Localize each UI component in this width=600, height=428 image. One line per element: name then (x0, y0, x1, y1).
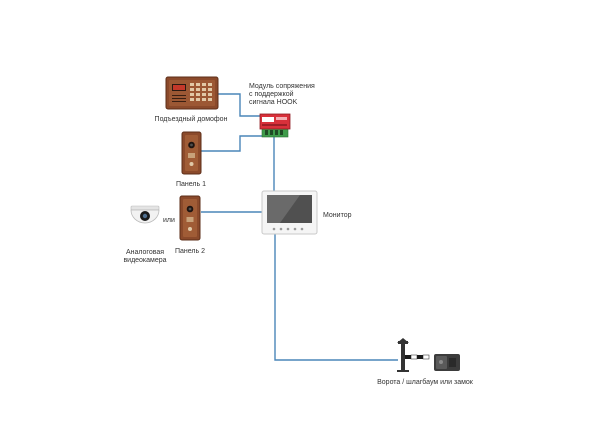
camera-label-line1: Аналоговая (126, 249, 164, 256)
monitor-label: Монитор (323, 212, 352, 219)
gate-barrier (397, 338, 430, 372)
module-label-line3: сигнала HOOK (249, 99, 298, 106)
gate-label: Ворота / шлагбаум или замок (377, 378, 474, 386)
electric-lock (434, 354, 460, 371)
wire-intercom-module (218, 93, 260, 117)
wire-monitor-gate (274, 234, 398, 361)
or-label: или (163, 217, 175, 224)
module-label-line2: с поддержкой (249, 90, 294, 98)
call-panel-2 (179, 195, 201, 241)
intercom-keypad (190, 83, 212, 101)
wires (201, 93, 398, 361)
interface-module (259, 113, 291, 138)
entrance-intercom (165, 76, 219, 110)
camera-label-line2: видеокамера (123, 257, 166, 264)
wire-panel1-module (201, 135, 270, 152)
panel2-label: Панель 2 (175, 248, 205, 255)
analog-camera (130, 205, 160, 224)
module-label-line1: Модуль сопряжения (249, 83, 315, 90)
intercom-label: Подъездный домофон (155, 115, 228, 123)
video-monitor (261, 190, 318, 235)
panel1-label: Панель 1 (176, 181, 206, 188)
call-panel-1 (181, 131, 202, 175)
